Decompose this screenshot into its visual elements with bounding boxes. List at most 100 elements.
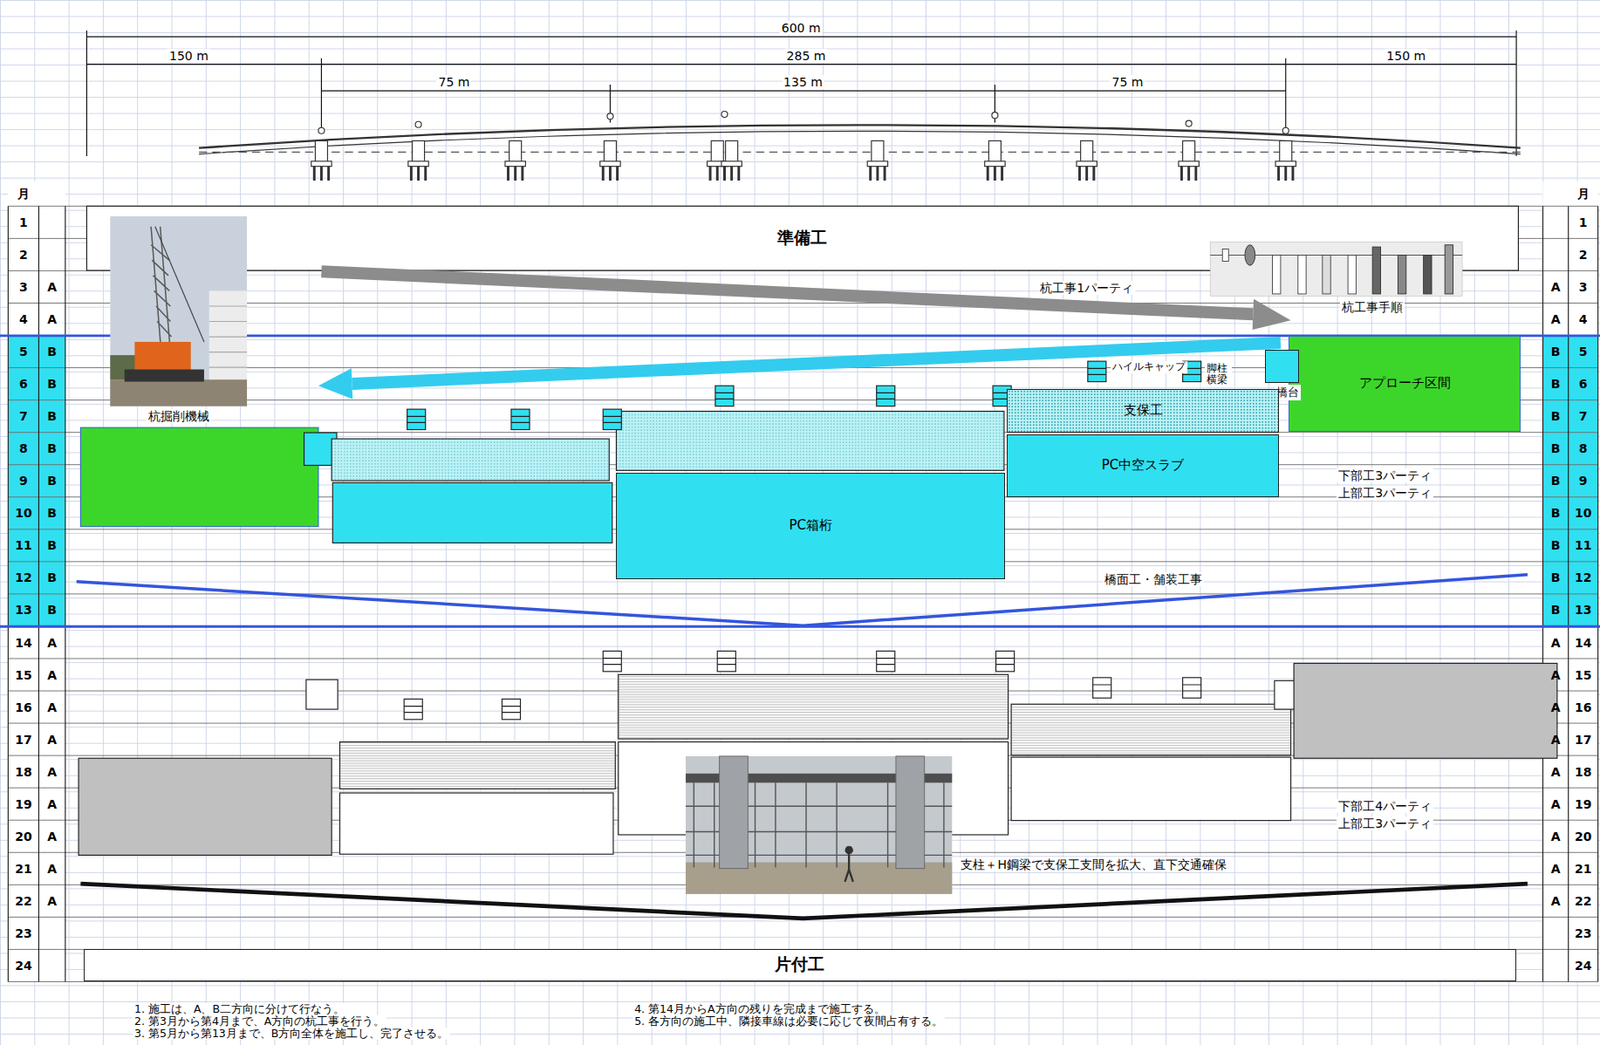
month-number: 15	[14, 668, 32, 683]
direction-letter: B	[1551, 538, 1561, 553]
falsework-box: 支保工	[1006, 389, 1279, 433]
hollow-slab-box: PC中空スラブ	[1006, 434, 1279, 497]
dimension: 150 m	[1384, 48, 1428, 63]
direction-letter: B	[47, 344, 57, 359]
direction-letter: B	[47, 570, 57, 585]
approach-section	[78, 758, 332, 855]
column-lines	[7, 205, 1598, 982]
month-number: 22	[14, 894, 32, 909]
direction-letter: B	[47, 602, 57, 617]
month-number: 5	[19, 344, 28, 359]
box-label: PC中空スラブ	[1101, 457, 1185, 474]
box-label: 片付工	[774, 953, 825, 977]
month-number: 17	[14, 732, 32, 747]
figure-step	[1298, 254, 1306, 294]
pier	[1076, 140, 1097, 181]
month-number: 13	[1574, 602, 1592, 617]
falsework	[339, 742, 616, 790]
approach-section	[1293, 663, 1558, 759]
month-number: 4	[19, 312, 28, 327]
pier-symbol	[715, 385, 734, 406]
month-number: 22	[1574, 894, 1592, 909]
phase-b-arrow	[352, 342, 1281, 384]
figure-step	[1272, 254, 1281, 294]
part-label: ハイルキャップ	[1110, 361, 1188, 374]
abutment	[306, 679, 338, 710]
work-band: 準備工	[86, 205, 1518, 271]
direction-letter: A	[1551, 635, 1561, 650]
photo-building	[209, 290, 247, 388]
month-number: 1	[19, 215, 28, 230]
figure-step	[1244, 245, 1256, 266]
figure-step	[1444, 245, 1453, 295]
dimension: 135 m	[781, 75, 825, 89]
direction-letter: B	[1551, 570, 1561, 585]
month-number: 11	[14, 538, 32, 553]
month-number: 20	[14, 829, 32, 844]
month-number: 14	[1574, 635, 1592, 650]
dimension: 285 m	[785, 48, 828, 63]
crew-note: 上部工3パーティ	[1336, 485, 1434, 500]
month-number: 8	[19, 441, 28, 456]
abutment-box: 橋台	[1264, 349, 1300, 383]
note: 3. 第5月から第13月まで、B方向全体を施工し、完了させる。	[132, 1027, 451, 1040]
pier	[1178, 140, 1199, 181]
month-number: 7	[1579, 409, 1588, 424]
work-band: 片付工	[83, 949, 1517, 982]
figure-step	[1222, 248, 1229, 261]
pile-rig-photo	[109, 216, 247, 407]
crew-note: 下部工3パーティ	[1336, 468, 1434, 483]
pier	[721, 140, 742, 181]
crane-rope	[155, 226, 205, 342]
table-cells	[7, 181, 66, 982]
direction-letter: B	[47, 473, 57, 488]
superstructure	[1011, 757, 1291, 821]
pier	[505, 140, 526, 181]
month-number: 21	[14, 861, 32, 876]
box-label: 準備工	[777, 226, 828, 250]
crew-note: 下部工4パーティ	[1336, 799, 1434, 814]
dimension: 600 m	[779, 20, 823, 35]
superstructure	[339, 793, 613, 855]
falsework	[331, 438, 609, 481]
figure-step	[1397, 254, 1406, 294]
pier-symbol	[876, 650, 896, 671]
pier-symbol	[403, 698, 423, 719]
direction-letter: A	[1551, 700, 1561, 715]
pier	[600, 140, 621, 181]
row-lines	[7, 205, 1598, 982]
direction-letter: A	[47, 280, 57, 295]
direction-letter: A	[1551, 829, 1561, 844]
direction-letter: B	[1551, 473, 1561, 488]
direction-letter: A	[1551, 732, 1561, 747]
box-girder-box: PC箱桁	[615, 472, 1006, 581]
direction-letter: A	[1551, 797, 1561, 812]
month-number: 13	[14, 602, 32, 617]
phase-b-cells	[1543, 335, 1599, 627]
pile-procedure-figure	[1210, 241, 1463, 296]
box-label: PC箱桁	[789, 517, 834, 534]
month-number: 19	[14, 797, 32, 812]
deck-line	[198, 124, 1521, 148]
crew-note: 上部工3パーティ	[1336, 816, 1434, 831]
dimension: 150 m	[167, 48, 211, 63]
note: 1. 施工は、A、B二方向に分けて行なう。	[132, 1003, 347, 1016]
crane-mast	[150, 226, 171, 353]
approach-section-box: アプローチ区間	[1288, 335, 1521, 432]
photo-building-floors	[209, 306, 247, 368]
phase-b-arrowhead	[318, 368, 353, 399]
pier-symbol	[1182, 677, 1202, 698]
pile-work-arrowhead	[1252, 299, 1292, 330]
direction-letter: A	[1551, 668, 1561, 683]
month-number: 17	[1574, 732, 1592, 747]
direction-letter: A	[47, 700, 57, 715]
figure-ground	[1210, 241, 1463, 296]
figure-caption: 杭工事手順	[1340, 300, 1405, 315]
ground-line	[198, 151, 1521, 153]
pier	[867, 140, 888, 181]
month-number: 3	[1579, 280, 1588, 295]
pier-symbol	[717, 650, 736, 671]
pier-symbol	[602, 650, 622, 671]
part-label: 脚柱 横梁	[1204, 363, 1231, 386]
month-number: 5	[1579, 344, 1588, 359]
